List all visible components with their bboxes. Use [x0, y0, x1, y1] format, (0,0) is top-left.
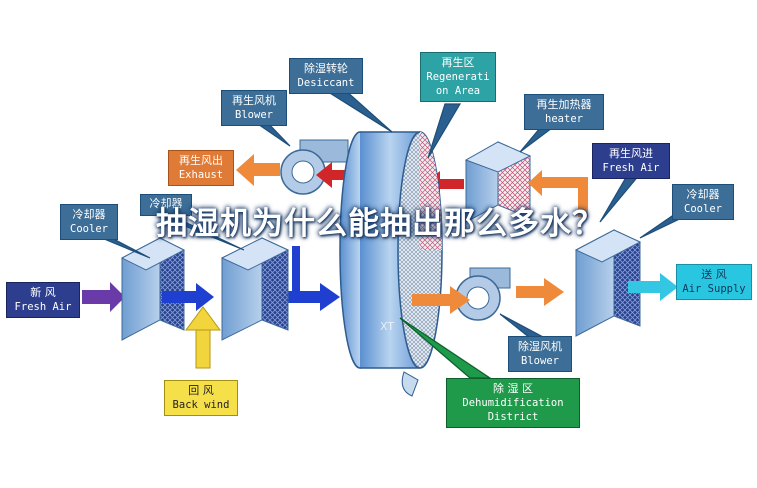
label-dehum-district: 除 湿 区 Dehumidification District — [446, 378, 580, 428]
fresh-air-arrow — [82, 282, 125, 312]
label-cooler-left-2: 冷却器 — [140, 194, 192, 216]
desiccant-wheel — [339, 131, 443, 397]
left-cooler — [120, 237, 186, 341]
label-regeneration-area: 再生区 Regenerati on Area — [420, 52, 496, 102]
label-regen-blower: 再生风机 Blower — [221, 90, 287, 126]
regeneration-heater — [464, 141, 532, 223]
regen-fresh-air-arrow — [528, 170, 588, 217]
label-exhaust: 再生风出 Exhaust — [168, 150, 234, 186]
label-desiccant: 除湿转轮 Desiccant — [289, 58, 363, 94]
air-supply-arrow — [628, 273, 678, 301]
dehumidified-air-arrows — [412, 278, 564, 314]
label-cooler-left: 冷却器 Cooler — [60, 204, 118, 240]
label-air-supply: 送 风 Air Supply — [676, 264, 752, 300]
watermark: XT — [380, 320, 394, 333]
exhaust-arrow — [236, 154, 280, 186]
label-dehum-blower: 除湿风机 Blower — [508, 336, 572, 372]
overlay-title: 抽湿机为什么能抽出那么多水？ — [156, 206, 604, 242]
blue-arrows — [162, 246, 340, 311]
leader-lines — [91, 89, 691, 379]
label-cooler-right: 冷却器 Cooler — [672, 184, 734, 220]
right-cooler — [574, 229, 642, 337]
label-regen-heater: 再生加热器 heater — [524, 94, 604, 130]
regeneration-blower — [280, 139, 349, 195]
back-wind-arrow — [185, 306, 221, 369]
label-back-wind: 回 风 Back wind — [164, 380, 238, 416]
label-regen-fresh-air: 再生风进 Fresh Air — [592, 143, 670, 179]
dehumidification-blower — [455, 267, 511, 321]
second-cooler — [220, 237, 290, 341]
label-fresh-air: 新 风 Fresh Air — [6, 282, 80, 318]
